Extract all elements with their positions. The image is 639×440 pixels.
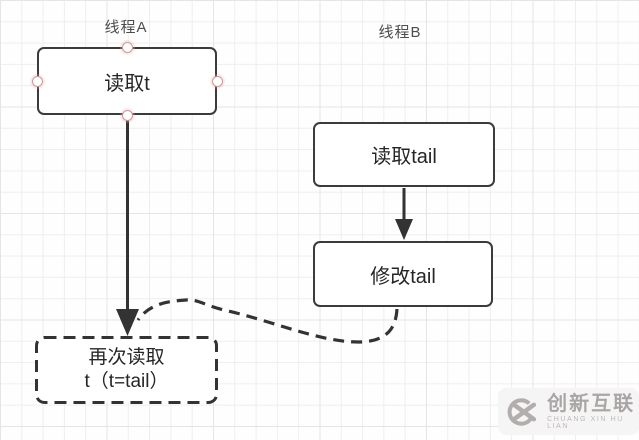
node-read-tail-label: 读取tail [371, 146, 437, 168]
node-read-again-border[interactable] [35, 336, 218, 404]
node-read-again-label-line1: 再次读取 [88, 347, 165, 368]
edge-read-t-to-read-again[interactable] [116, 116, 139, 336]
connection-handle-top-icon[interactable] [121, 41, 133, 53]
edge-modify-tail-to-read-again[interactable] [136, 298, 399, 344]
lane-label-thread-b: 线程B [378, 24, 422, 41]
watermark: 创新互联 CHUANG XIN HU LIAN [498, 388, 639, 435]
node-read-tail[interactable]: 读取tail [313, 122, 495, 187]
node-read-again[interactable]: 再次读取 t（t=tail） [35, 336, 218, 404]
connection-handle-right-icon[interactable] [211, 75, 223, 87]
connection-handle-left-icon[interactable] [31, 75, 43, 87]
lane-label-thread-a: 线程A [104, 19, 148, 36]
edge-read-tail-to-modify-tail[interactable] [395, 188, 413, 240]
watermark-brand-latin: CHUANG XIN HU LIAN [547, 415, 624, 430]
node-modify-tail-label: 修改tail [370, 265, 436, 288]
connection-handle-bottom-icon[interactable] [121, 109, 133, 121]
node-modify-tail[interactable]: 修改tail [313, 241, 493, 307]
node-read-t-label: 读取t [104, 72, 150, 95]
node-read-t[interactable]: 读取t [37, 47, 217, 115]
watermark-brand: 创新互联 [547, 392, 636, 415]
node-read-again-label-line2: t（t=tail） [84, 371, 169, 392]
cx-logo-icon [507, 397, 537, 426]
